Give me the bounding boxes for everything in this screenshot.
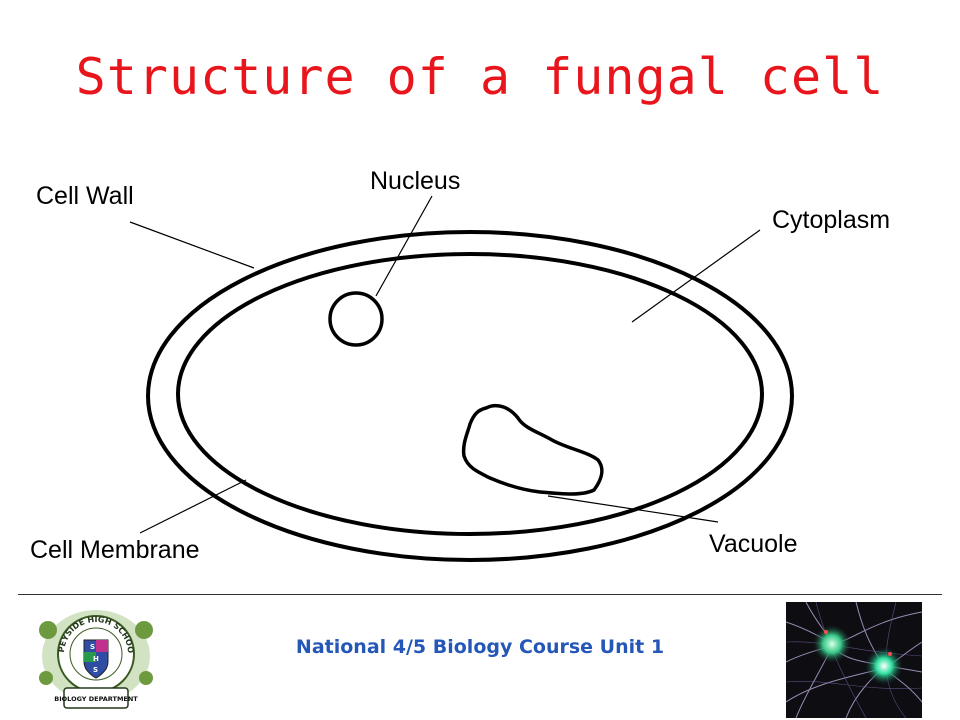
nucleus-leader	[375, 195, 433, 297]
logo-department: BIOLOGY DEPARTMENT	[54, 695, 138, 703]
footer-divider	[18, 594, 942, 595]
cell-wall-outline	[146, 230, 794, 562]
shield-letter-2: H	[93, 655, 99, 663]
cytoplasm-label: Cytoplasm	[772, 206, 891, 234]
cell-wall-label: Cell Wall	[36, 182, 134, 210]
cell-wall-leader	[129, 221, 255, 269]
fungal-cell-diagram	[129, 195, 794, 562]
vacuole-label: Vacuole	[709, 530, 798, 558]
shield-letter-3: S	[93, 666, 98, 674]
micrograph-image	[786, 602, 922, 718]
slide-title: Structure of a fungal cell	[75, 48, 885, 106]
nucleus-label: Nucleus	[370, 167, 461, 195]
cell-membrane-leader	[139, 479, 247, 534]
vacuole-leader	[547, 495, 719, 523]
cell-membrane-outline	[176, 252, 764, 536]
vacuole-shape	[461, 403, 604, 496]
cytoplasm-leader	[631, 229, 761, 323]
shield-letter-1: S	[90, 643, 95, 651]
cell-membrane-label: Cell Membrane	[30, 536, 200, 564]
school-logo: SPEYSIDE HIGH SCHOOL S H S BIOLOGY DEPAR…	[34, 604, 153, 709]
course-footer: National 4/5 Biology Course Unit 1	[295, 636, 665, 658]
nucleus-shape	[328, 291, 384, 347]
